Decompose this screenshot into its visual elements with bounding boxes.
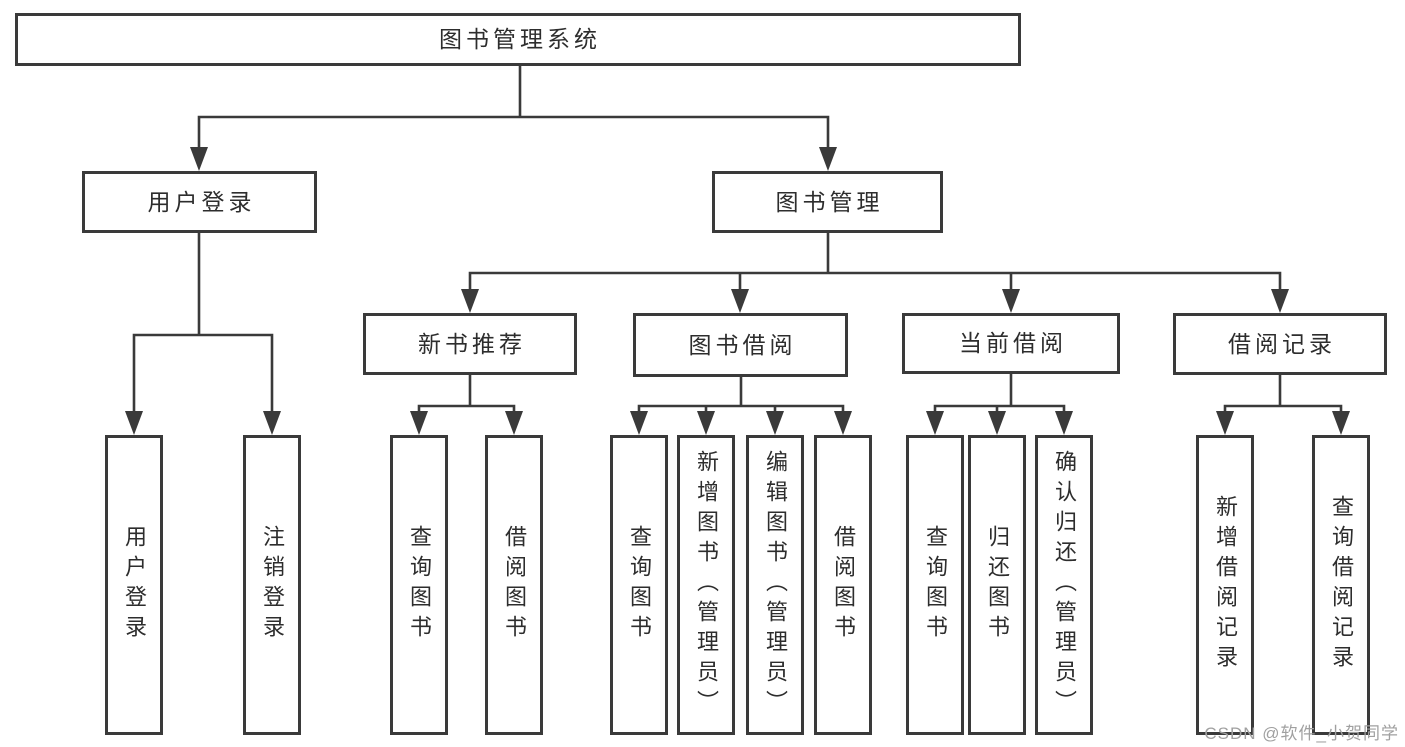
node-label: 图书管理系统 [439, 26, 601, 52]
leaf-edit-book-admin: 编辑图书（管理员） [746, 435, 804, 735]
node-label: 图书借阅 [688, 331, 797, 358]
leaf-label: 注销登录 [260, 525, 285, 645]
node-library-system: 图书管理系统 [15, 13, 1021, 66]
node-book-borrow: 图书借阅 [633, 313, 848, 377]
leaf-label: 查询图书 [407, 525, 432, 645]
leaf-label: 借阅图书 [502, 525, 527, 645]
arrowheads [125, 147, 1350, 435]
leaf-query-books-current: 查询图书 [906, 435, 964, 735]
node-label: 图书管理 [775, 188, 884, 215]
leaf-label: 确认归还（管理员） [1052, 450, 1077, 720]
leaf-return-books: 归还图书 [968, 435, 1026, 735]
leaf-add-borrow-record: 新增借阅记录 [1196, 435, 1254, 735]
node-label: 新书推荐 [418, 330, 526, 357]
leaf-label: 查询借阅记录 [1329, 495, 1354, 675]
node-book-management: 图书管理 [712, 171, 943, 233]
leaf-label: 编辑图书（管理员） [763, 450, 788, 720]
node-new-book-recommend: 新书推荐 [363, 313, 577, 375]
leaf-label: 用户登录 [122, 525, 147, 645]
leaf-query-borrow-record: 查询借阅记录 [1312, 435, 1370, 735]
leaf-label: 借阅图书 [831, 525, 856, 645]
leaf-label: 新增借阅记录 [1213, 495, 1238, 675]
node-label: 借阅记录 [1228, 330, 1336, 357]
csdn-watermark: CSDN @软件_小贺同学 [1204, 724, 1399, 743]
leaf-confirm-return-admin: 确认归还（管理员） [1035, 435, 1093, 735]
node-current-borrow: 当前借阅 [902, 313, 1120, 374]
node-label: 当前借阅 [959, 330, 1067, 356]
leaf-user-login: 用户登录 [105, 435, 163, 735]
leaf-label: 新增图书（管理员） [694, 450, 719, 720]
leaf-logout-login: 注销登录 [243, 435, 301, 735]
node-user-login: 用户登录 [82, 171, 317, 233]
leaf-label: 归还图书 [985, 525, 1010, 645]
node-label: 用户登录 [147, 188, 256, 215]
leaf-query-books-borrow: 查询图书 [610, 435, 668, 735]
leaf-add-book-admin: 新增图书（管理员） [677, 435, 735, 735]
node-borrow-records: 借阅记录 [1173, 313, 1387, 375]
leaf-borrow-books: 借阅图书 [814, 435, 872, 735]
leaf-query-books-recommend: 查询图书 [390, 435, 448, 735]
leaf-label: 查询图书 [627, 525, 652, 645]
leaf-borrow-books-recommend: 借阅图书 [485, 435, 543, 735]
leaf-label: 查询图书 [923, 525, 948, 645]
